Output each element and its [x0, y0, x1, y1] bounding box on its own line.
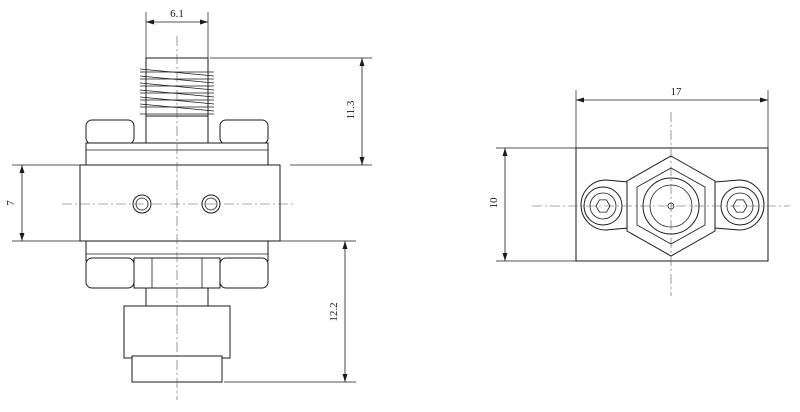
- front-view: [62, 36, 296, 400]
- dim-thread-length-label: 11.3: [345, 100, 357, 119]
- bottom-right-nut: [219, 257, 269, 289]
- dim-thread-length: 11.3: [210, 57, 372, 166]
- dim-body-height-label: 7: [5, 200, 17, 206]
- dim-thread-width: 6.1: [145, 8, 209, 60]
- top-right-nut: [219, 119, 269, 145]
- bottom-left-nut: [85, 257, 135, 289]
- dim-thread-width-label: 6.1: [170, 8, 184, 20]
- main-body: [79, 164, 281, 242]
- dim-overall-height: 10: [488, 147, 576, 262]
- dim-overall-height-label: 10: [488, 197, 500, 209]
- dim-body-height: 7: [5, 164, 80, 242]
- dim-lower-length: 12.2: [224, 240, 356, 383]
- top-view: [532, 112, 790, 296]
- dim-overall-width-label: 17: [671, 86, 683, 98]
- dim-lower-length-label: 12.2: [328, 302, 340, 321]
- dim-overall-width: 17: [575, 86, 769, 148]
- top-left-nut: [85, 119, 135, 145]
